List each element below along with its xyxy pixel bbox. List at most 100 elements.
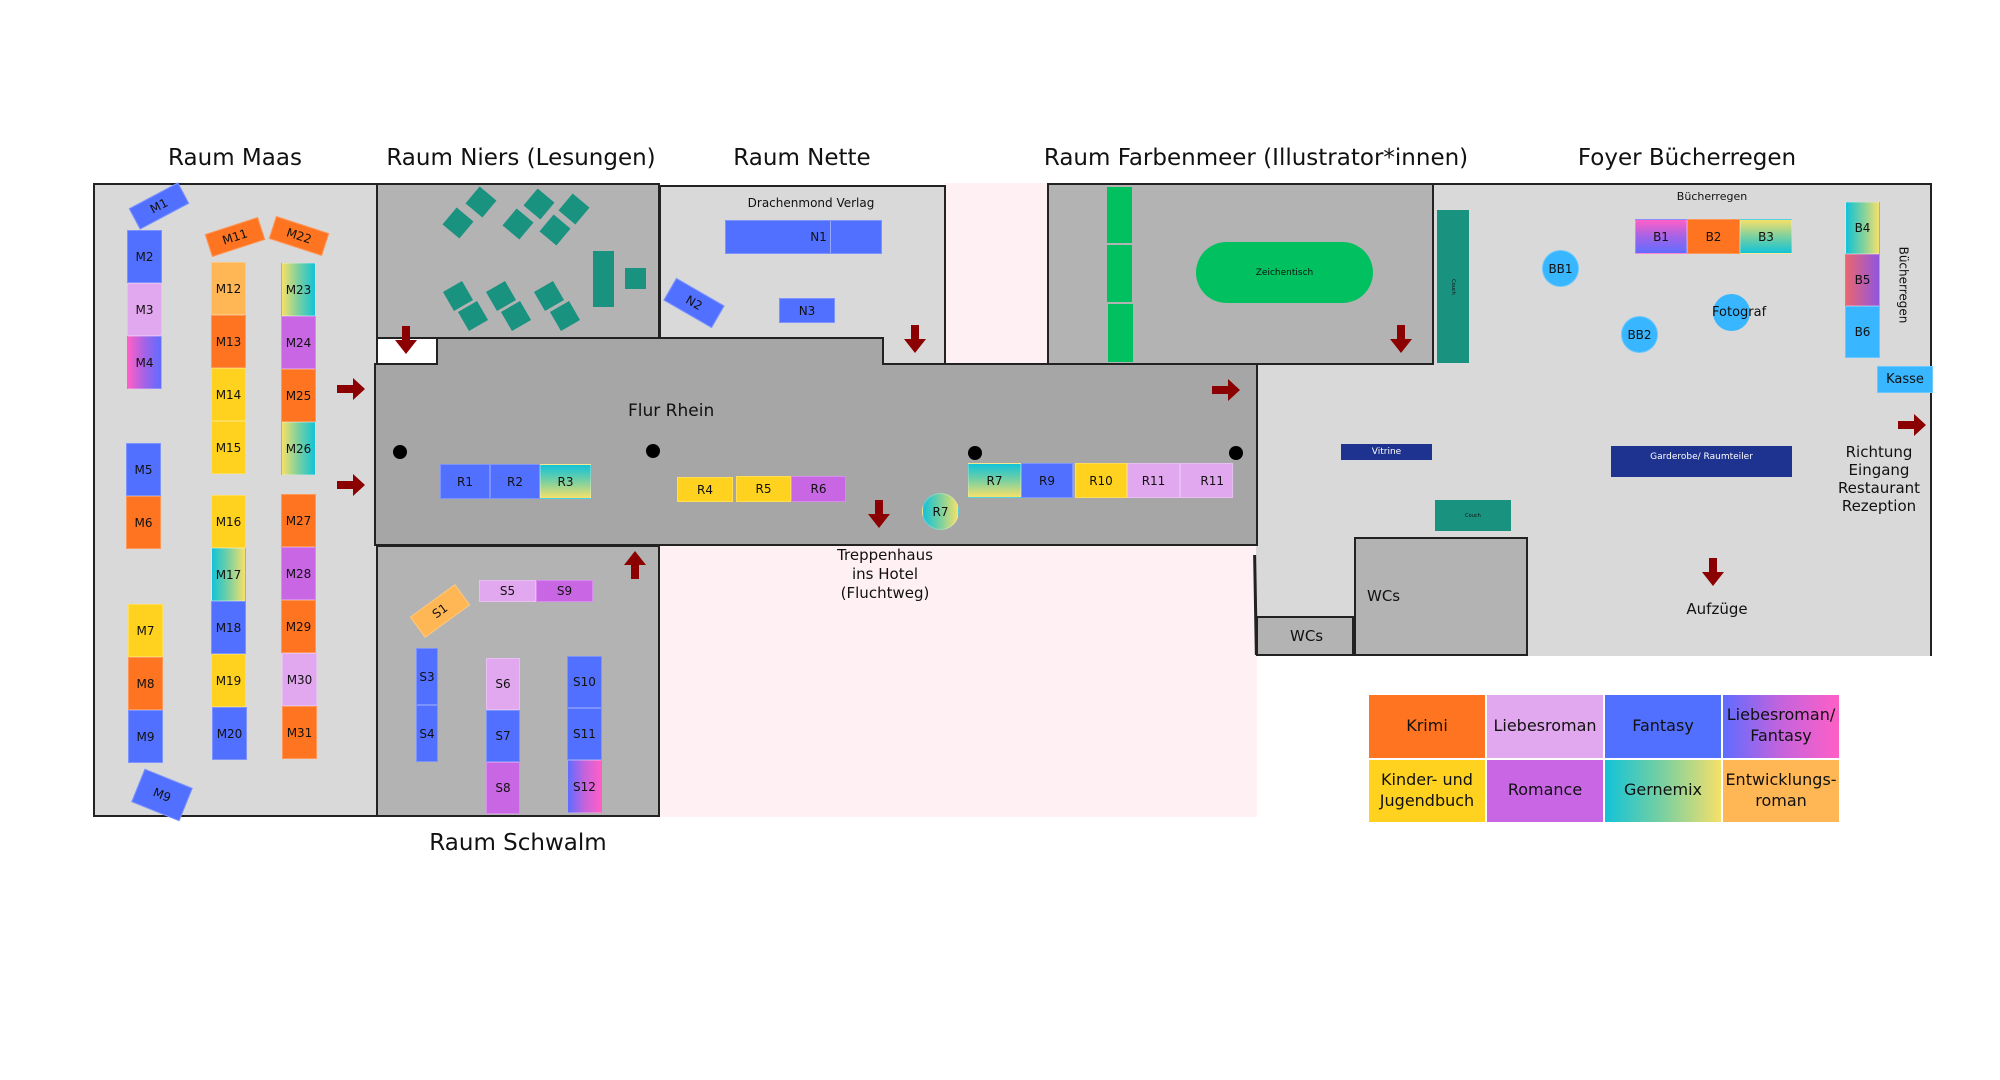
stand-M7[interactable]: M7: [128, 604, 163, 657]
stand-B6[interactable]: B6: [1845, 306, 1880, 358]
illustrator-table: [1107, 187, 1132, 243]
stand-R9[interactable]: R9: [1021, 463, 1073, 498]
stand-S9[interactable]: S9: [536, 580, 593, 602]
wcs-small-label: WCs: [1290, 627, 1324, 645]
stand-S5[interactable]: S5: [479, 580, 536, 602]
couch-vertical: Couch: [1437, 210, 1469, 363]
exit-arrow-down-icon: [395, 326, 417, 358]
stand-R7-round[interactable]: R7: [922, 493, 959, 530]
stand-S3[interactable]: S3: [416, 648, 438, 705]
stand-B5[interactable]: B5: [1845, 254, 1880, 306]
illustrator-table: [1108, 304, 1133, 362]
garderobe-raumteiler: Garderobe/ Raumteiler: [1611, 446, 1792, 477]
stand-R10[interactable]: R10: [1075, 463, 1127, 498]
legend-krimi: Krimi: [1368, 694, 1486, 759]
stand-S12[interactable]: S12: [567, 760, 602, 813]
exit-arrow-up-icon: [624, 551, 646, 583]
stand-R1[interactable]: R1: [440, 464, 490, 499]
stand-M27[interactable]: M27: [281, 494, 316, 547]
stand-R7[interactable]: R7: [968, 463, 1021, 498]
stand-M16[interactable]: M16: [211, 495, 246, 548]
legend-label: Fantasy: [1750, 726, 1812, 746]
title-raum-nette: Raum Nette: [733, 145, 871, 171]
stand-M13[interactable]: M13: [211, 315, 246, 368]
pillar: [968, 446, 982, 460]
legend-label: Romance: [1507, 780, 1583, 800]
stand-M9[interactable]: M9: [128, 710, 163, 763]
kasse[interactable]: Kasse: [1877, 366, 1933, 393]
stand-M5[interactable]: M5: [126, 443, 161, 496]
stand-R6[interactable]: R6: [791, 476, 846, 502]
stand-M23[interactable]: M23: [281, 263, 316, 316]
stand-S10[interactable]: S10: [567, 656, 602, 708]
treppenhaus-label: Treppenhaus ins Hotel (Fluchtweg): [837, 546, 933, 602]
stand-M17[interactable]: M17: [211, 548, 246, 601]
zeichentisch: Zeichentisch: [1196, 242, 1373, 303]
stand-M20[interactable]: M20: [212, 707, 247, 760]
stand-R4[interactable]: R4: [677, 477, 733, 502]
stand-BB1[interactable]: BB1: [1542, 250, 1579, 287]
corridor-flur-rhein: [374, 363, 1258, 546]
stand-B3[interactable]: B3: [1740, 219, 1792, 254]
stand-S4[interactable]: S4: [416, 705, 438, 762]
exit-arrow-down-icon: [1390, 325, 1412, 357]
zeichentisch-label: Zeichentisch: [1255, 267, 1314, 278]
stand-M24[interactable]: M24: [281, 316, 316, 369]
legend-label: Krimi: [1406, 715, 1448, 735]
elevator-arrow-down-icon: [1702, 558, 1724, 590]
stand-M6[interactable]: M6: [126, 496, 161, 549]
stand-S7[interactable]: S7: [486, 710, 520, 762]
stand-B1[interactable]: B1: [1635, 219, 1687, 254]
stand-R2[interactable]: R2: [490, 464, 540, 499]
couch-label: Couch: [1465, 512, 1481, 519]
exit-arrow-right-icon: [337, 378, 367, 404]
fotograf-spot: [1713, 294, 1750, 331]
stand-R11-b[interactable]: R11: [1180, 463, 1233, 498]
stand-M31[interactable]: M31: [282, 706, 317, 759]
stand-B2[interactable]: B2: [1687, 219, 1740, 254]
stand-M14[interactable]: M14: [211, 368, 246, 421]
stand-B4[interactable]: B4: [1845, 202, 1880, 254]
treppenhaus-line-1: Treppenhaus: [837, 546, 933, 564]
vitrine-label: Vitrine: [1371, 447, 1402, 457]
stand-R5[interactable]: R5: [736, 476, 791, 502]
stand-M8[interactable]: M8: [128, 657, 163, 710]
stand-M2[interactable]: M2: [127, 230, 162, 283]
stand-S6[interactable]: S6: [486, 658, 520, 710]
corridor-notch-wall: [436, 337, 438, 365]
richtung-label: Richtung Eingang Restaurant Rezeption: [1838, 443, 1920, 515]
stand-S8[interactable]: S8: [486, 762, 520, 814]
treppenhaus-line-2: ins Hotel: [851, 564, 918, 583]
stand-M18[interactable]: M18: [211, 601, 246, 654]
stand-N1-label: N1: [810, 230, 827, 244]
stand-N3[interactable]: N3: [779, 298, 835, 323]
legend-label: Kinder- und: [1381, 769, 1473, 789]
stand-M28[interactable]: M28: [281, 547, 316, 600]
stand-M4[interactable]: M4: [127, 336, 162, 389]
stand-M26[interactable]: M26: [281, 422, 316, 475]
stand-divider: [830, 221, 831, 253]
stand-N1[interactable]: N1: [725, 220, 882, 254]
richtung-line-4: Rezeption: [1841, 497, 1917, 515]
stand-M15[interactable]: M15: [211, 421, 246, 474]
stand-M12[interactable]: M12: [211, 262, 246, 315]
garderobe-label: Garderobe/ Raumteiler: [1650, 452, 1753, 462]
legend-label: Liebesroman: [1493, 715, 1597, 735]
stand-M25[interactable]: M25: [281, 369, 316, 422]
legend-liebesroman-fantasy: Liebesroman/Fantasy: [1722, 694, 1840, 759]
richtung-line-3: Restaurant: [1837, 479, 1921, 497]
legend-label: Fantasy: [1632, 715, 1694, 735]
stand-BB2[interactable]: BB2: [1621, 316, 1658, 353]
stand-S11[interactable]: S11: [567, 708, 602, 760]
stand-M29[interactable]: M29: [281, 600, 316, 653]
legend-romance: Romance: [1486, 758, 1604, 823]
stand-M30[interactable]: M30: [282, 653, 317, 706]
vitrine: Vitrine: [1341, 444, 1432, 460]
stand-M3[interactable]: M3: [127, 283, 162, 336]
legend-label: Entwicklungs-: [1725, 769, 1837, 789]
couch-label: Couch: [1449, 278, 1456, 295]
exit-arrow-down-icon: [868, 500, 890, 532]
stand-R3[interactable]: R3: [540, 464, 591, 499]
stand-R11[interactable]: R11: [1127, 463, 1180, 498]
stand-M19[interactable]: M19: [211, 654, 246, 707]
